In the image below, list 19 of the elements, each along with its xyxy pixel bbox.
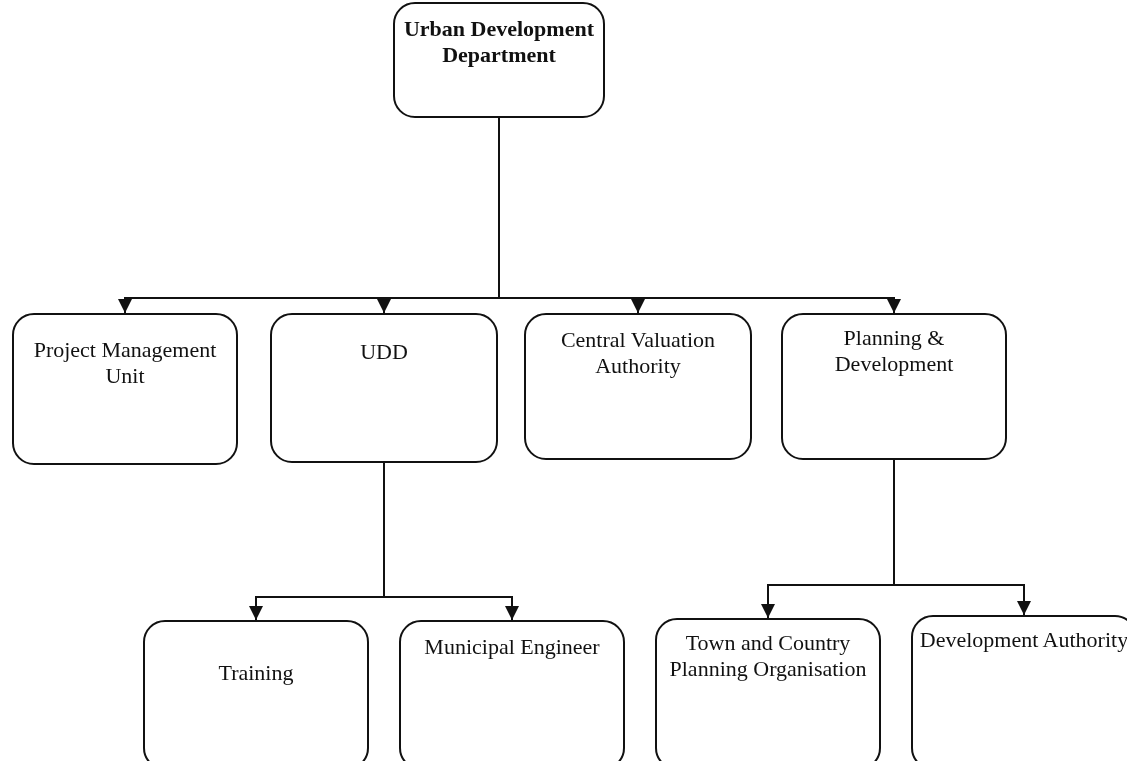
connector-arrow bbox=[893, 459, 1031, 616]
unit-name: Municipal Engineer bbox=[424, 634, 600, 661]
unit-name: Training bbox=[218, 660, 294, 687]
org-unit-box bbox=[143, 620, 369, 761]
org-unit-box bbox=[655, 618, 881, 761]
org-unit-box bbox=[393, 2, 605, 118]
org-unit-box bbox=[781, 313, 1007, 460]
unit-name: Central Valuation Authority bbox=[559, 327, 717, 380]
unit-name: UDD bbox=[360, 339, 408, 366]
org-unit-box bbox=[911, 615, 1127, 761]
org-unit-box bbox=[270, 313, 498, 463]
unit-name: Town and Country Planning Organisation bbox=[668, 630, 868, 683]
unit-name: Planning & Development bbox=[833, 325, 955, 378]
org-unit-box bbox=[12, 313, 238, 465]
unit-name: Project Management Unit bbox=[32, 337, 218, 390]
org-unit-box bbox=[524, 313, 752, 460]
org-unit-box bbox=[399, 620, 625, 761]
unit-name: Urban Development Department bbox=[402, 16, 595, 69]
connector-arrow bbox=[383, 462, 519, 621]
